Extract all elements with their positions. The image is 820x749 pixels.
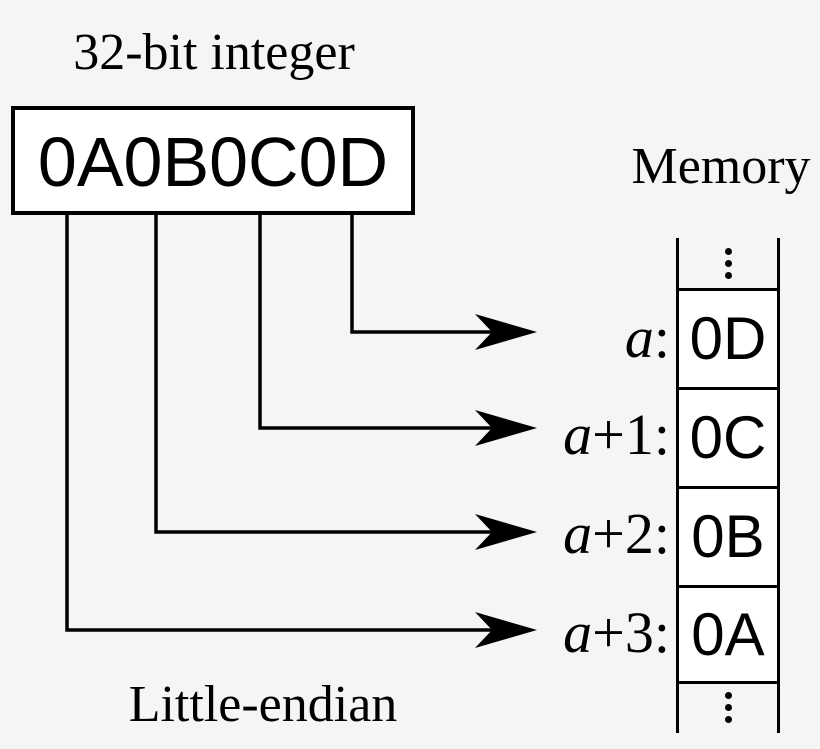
integer-box: 0A0B0C0D	[11, 106, 415, 215]
integer-value: 0A0B0C0D	[37, 122, 389, 201]
connector-line-byte1	[154, 215, 494, 534]
address-label-a-plus-2: a+2:	[563, 501, 670, 566]
address-label-a: a:	[624, 305, 670, 370]
arrowhead-icon	[475, 514, 537, 550]
integer-title: 32-bit integer	[73, 24, 355, 81]
arrowhead-icon	[475, 410, 537, 446]
arrowhead-icon	[475, 612, 537, 648]
address-label-a-plus-3: a+3:	[563, 600, 670, 665]
arrowhead-icon	[475, 314, 537, 350]
memory-cell-a: 0D	[679, 288, 777, 387]
connector-line-byte3	[350, 215, 494, 334]
memory-column: 0D 0C 0B 0A	[676, 238, 780, 733]
address-label-a-plus-1: a+1:	[563, 402, 670, 467]
memory-cell-a-plus-1: 0C	[679, 387, 777, 486]
memory-cell-a-plus-2: 0B	[679, 486, 777, 585]
endianness-title: Little-endian	[128, 676, 398, 733]
connector-line-byte2	[258, 215, 494, 430]
connector-line-byte0	[65, 215, 494, 632]
memory-title: Memory	[631, 138, 811, 195]
vertical-ellipsis-icon	[679, 684, 777, 730]
vertical-ellipsis-icon	[679, 238, 777, 288]
memory-cell-a-plus-3: 0A	[679, 585, 777, 684]
